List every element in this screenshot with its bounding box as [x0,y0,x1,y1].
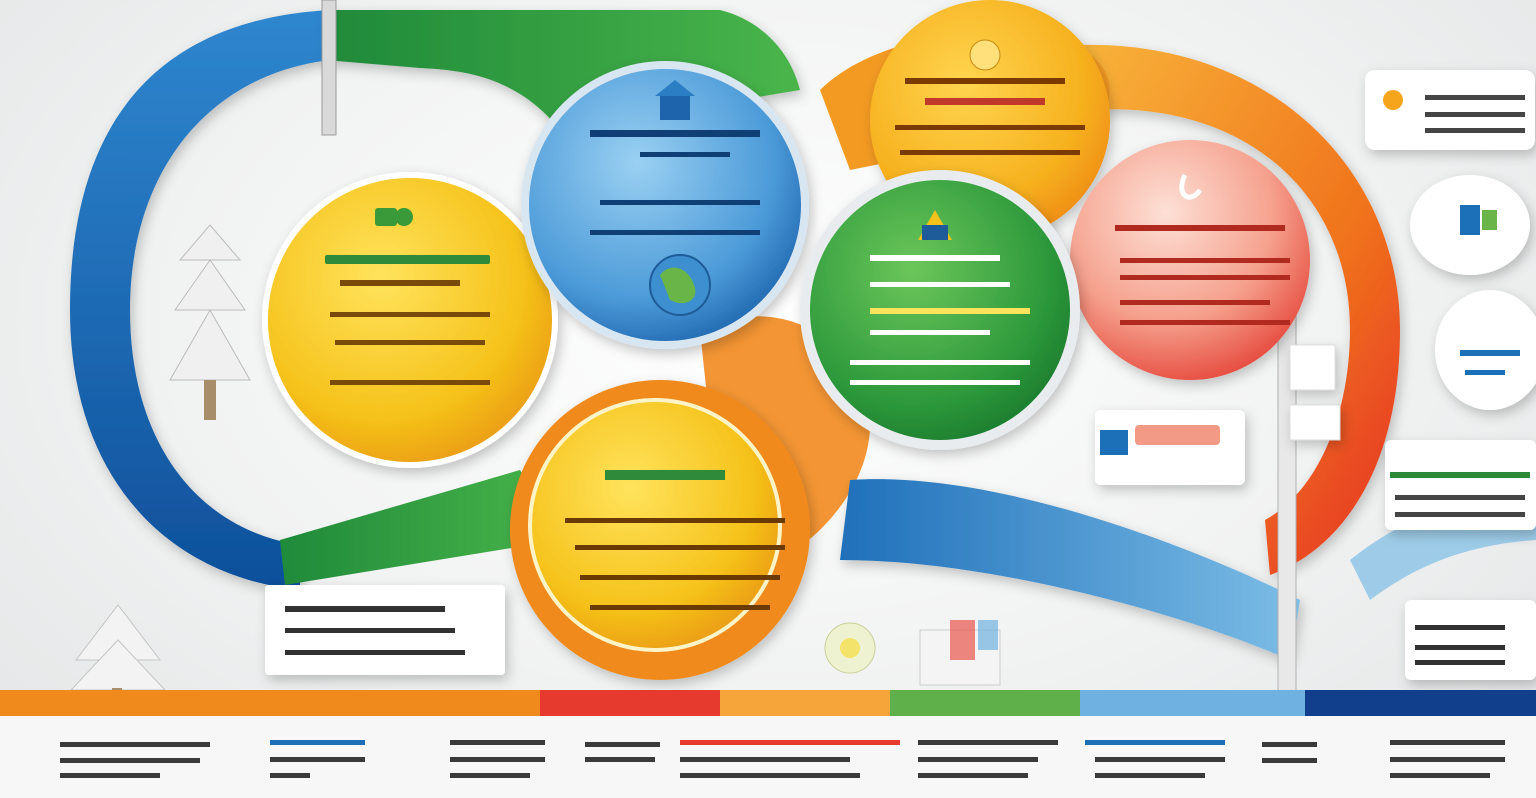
blue-arc [70,10,330,590]
timeline-segment-2 [540,690,720,716]
timeline-segment-5 [1080,690,1305,716]
circle-yellow-left [262,172,558,468]
globe-icon [649,254,711,316]
document-icon [918,210,952,240]
text-lines-yellow-bottom [565,470,785,610]
callout-panel-left-bottom [265,585,505,675]
pole-top-left [321,0,337,136]
timeline-segment-4 [890,690,1080,716]
circle-yellow-bottom [510,380,810,680]
text-lines-orange-top [895,78,1085,155]
callout-panel-mid-right [1095,344,1341,485]
tools-icon-bottom [919,620,1001,686]
blue-band-lower [840,479,1300,660]
text-lines-blue-top [590,130,760,235]
lamp-icon [969,39,1001,71]
timeline-segment-6 [1305,690,1536,716]
timeline-segment-1 [0,690,540,716]
text-lines-pink-right [1115,225,1290,325]
callout-panel-right-4 [1385,440,1536,530]
text-lines-yellow-left [325,255,490,385]
callout-panel-right-5 [1405,600,1536,680]
clip-icon [1179,173,1203,200]
callout-panel-top-right [1365,70,1535,150]
building-icon [655,80,695,120]
bottom-caption-lines [60,740,1505,778]
timeline-bar [0,690,1536,716]
text-lines-green-right [850,255,1030,385]
callout-panel-right-3 [1435,290,1536,410]
tree-icon-bottom-left [69,604,167,703]
tree-icon-left [169,224,251,420]
puzzle-icon [375,208,413,226]
orange-red-arc [1080,44,1400,576]
timeline-segment-3 [720,690,890,716]
bulb-icon-bottom [824,622,876,674]
callout-panel-right-2 [1410,175,1530,275]
green-band-lower [280,470,560,585]
